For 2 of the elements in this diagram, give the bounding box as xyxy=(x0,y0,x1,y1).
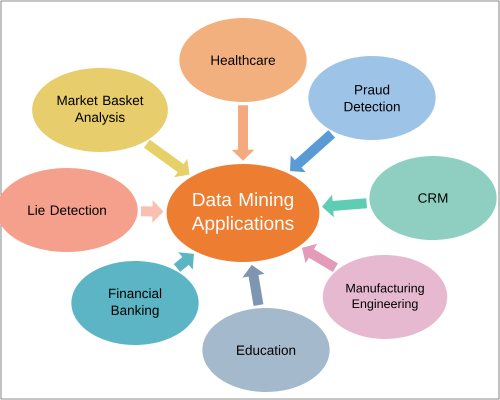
block-arrow xyxy=(290,130,336,172)
block-arrow xyxy=(174,252,194,272)
